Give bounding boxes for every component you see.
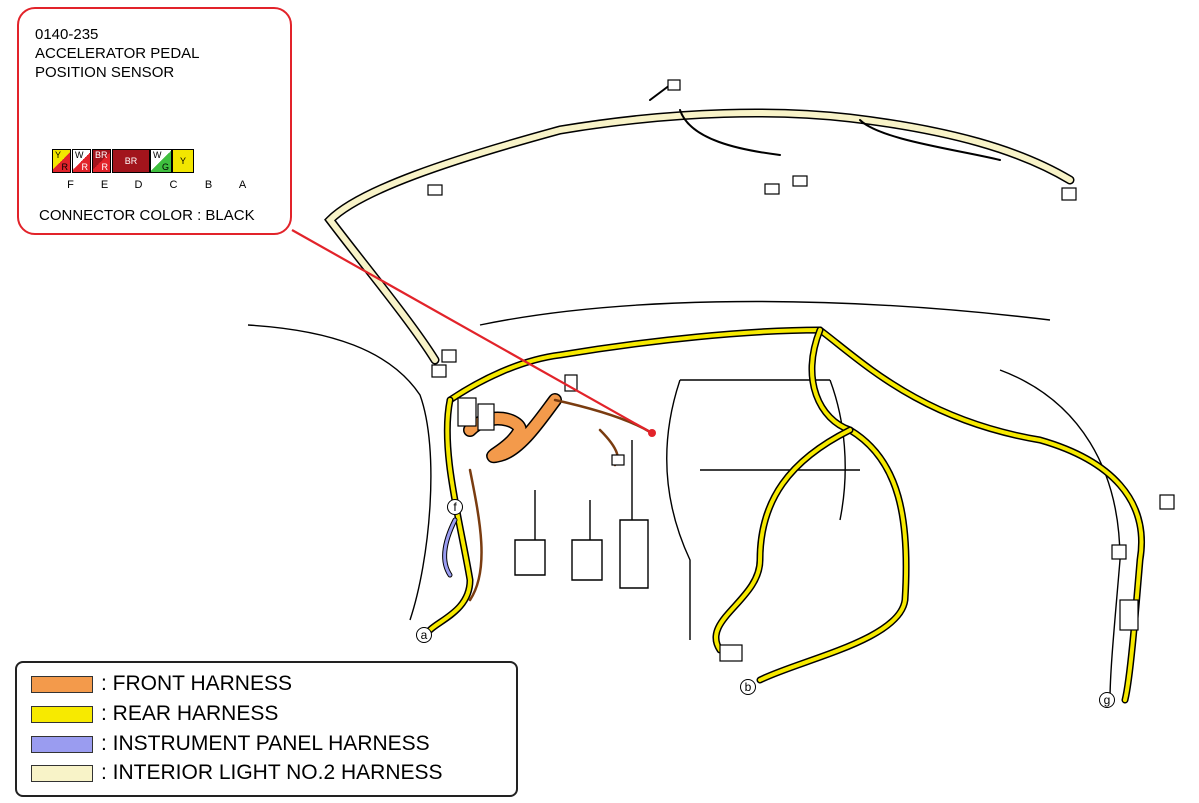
marker-b: b <box>740 679 756 695</box>
legend-swatch-front <box>31 675 93 693</box>
marker-g: g <box>1099 692 1115 708</box>
pin-letter-f: F <box>67 179 74 191</box>
console-box <box>666 379 846 640</box>
legend-item-rear: : REAR HARNESS <box>31 700 278 728</box>
legend-label-front: : FRONT HARNESS <box>101 672 292 695</box>
marker-f: f <box>447 499 463 515</box>
pin-a: Y <box>172 149 194 173</box>
pin-b-bottom-color: G <box>161 162 169 172</box>
legend-swatch-instrument-panel <box>31 735 93 753</box>
pin-letter-c: C <box>169 179 178 191</box>
dash-curve <box>999 369 1121 561</box>
pin-e: W R <box>72 149 91 173</box>
legend-label-interior-light: : INTERIOR LIGHT NO.2 HARNESS <box>101 761 443 784</box>
legend-swatch-interior-light <box>31 764 93 782</box>
legend-item-instrument-panel: : INSTRUMENT PANEL HARNESS <box>31 730 430 758</box>
legend: : FRONT HARNESS : REAR HARNESS : INSTRUM… <box>15 661 518 797</box>
pin-letter-d: D <box>134 179 143 191</box>
dash-outline <box>247 324 432 621</box>
pin-b-top-color: W <box>153 150 162 160</box>
pin-letter-a: A <box>238 179 247 191</box>
pin-c: BR <box>112 149 150 173</box>
pin-e-bottom-color: R <box>81 162 89 172</box>
connector <box>457 397 477 427</box>
pin-f-bottom-color: R <box>61 162 69 172</box>
windshield-base <box>479 300 1051 326</box>
interior-light-harness <box>324 108 1075 365</box>
legend-swatch-rear <box>31 705 93 723</box>
connector-code: 0140-235 <box>35 26 99 43</box>
callout-leader-line <box>291 229 653 434</box>
pin-d-bottom-color: R <box>101 162 109 172</box>
legend-label-instrument-panel: : INSTRUMENT PANEL HARNESS <box>101 732 430 755</box>
pin-a-color: Y <box>179 156 186 166</box>
pin-c-color: BR <box>124 156 138 166</box>
legend-item-interior-light: : INTERIOR LIGHT NO.2 HARNESS <box>31 759 443 787</box>
legend-label-rear: : REAR HARNESS <box>101 702 279 725</box>
pin-f: Y R <box>52 149 71 173</box>
pin-b: W G <box>150 149 172 173</box>
connector-location-dot <box>648 429 656 437</box>
pin-f-top-color: Y <box>55 150 62 160</box>
rear-harness <box>446 326 1145 704</box>
marker-a: a <box>416 627 432 643</box>
connector-callout: 0140-235 ACCELERATOR PEDAL POSITION SENS… <box>17 7 292 235</box>
connector-name: ACCELERATOR PEDAL POSITION SENSOR <box>35 45 199 81</box>
pin-d-top-color: BR <box>95 150 108 160</box>
pedal-2 <box>571 539 603 581</box>
connector-color-label: CONNECTOR COLOR : BLACK <box>39 207 255 224</box>
pedal-3 <box>619 519 649 589</box>
pin-d: BR R <box>92 149 111 173</box>
pedal-1 <box>514 539 546 576</box>
pin-letter-b: B <box>204 179 213 191</box>
pin-letter-e: E <box>100 179 109 191</box>
panel-edge <box>1109 559 1121 701</box>
legend-item-front: : FRONT HARNESS <box>31 670 292 698</box>
pin-e-top-color: W <box>75 150 84 160</box>
